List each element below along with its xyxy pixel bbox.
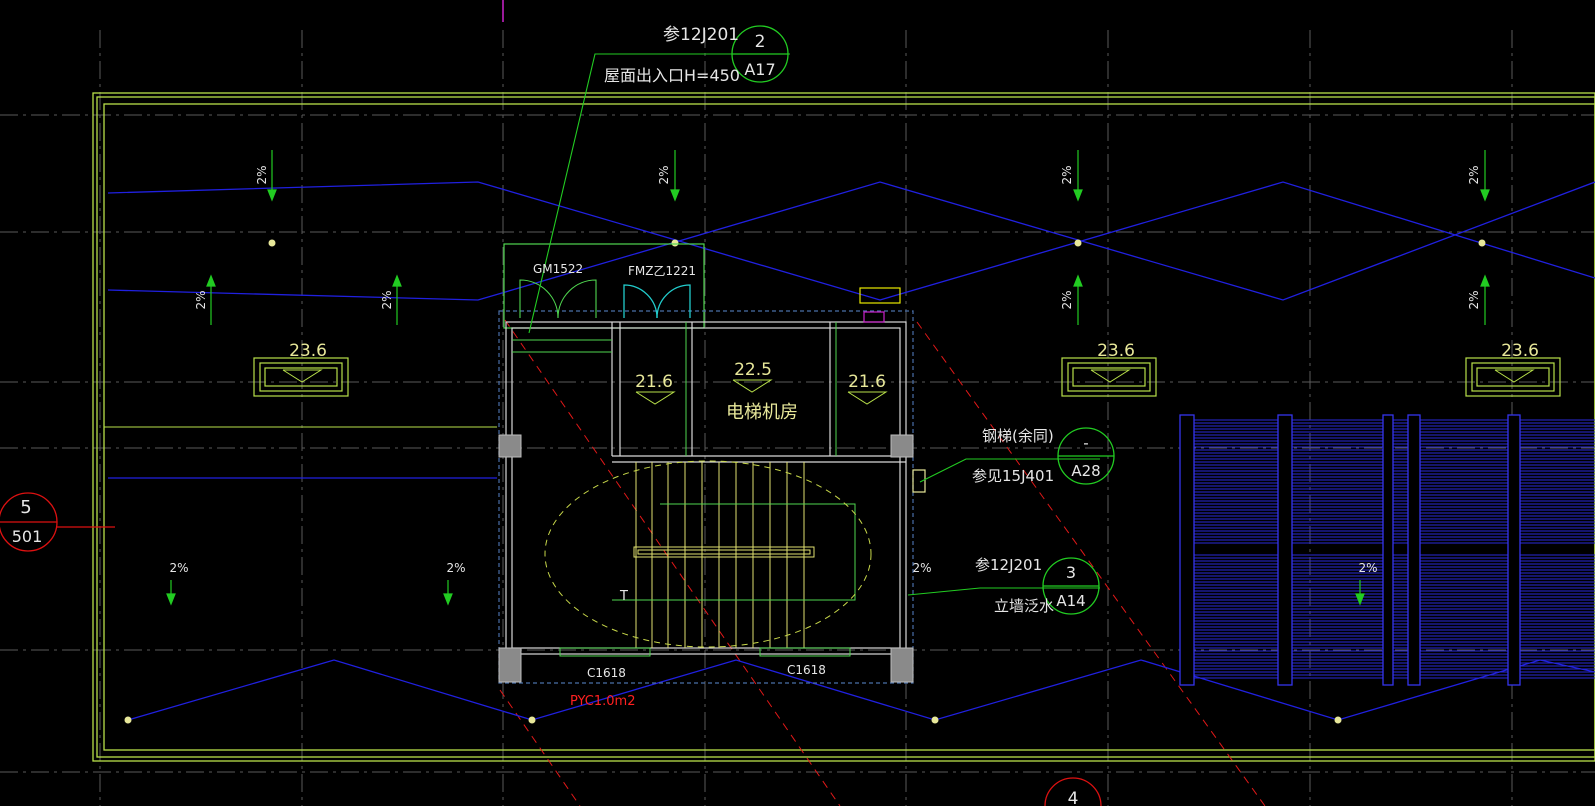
axis-callout-bottom-number: 4 bbox=[1068, 789, 1079, 806]
callout-flashing-note: 立墙泛水 bbox=[994, 597, 1054, 615]
slope-label: 2% bbox=[446, 561, 465, 575]
roof-exit-box bbox=[503, 243, 705, 329]
elevator-rotation-circle bbox=[544, 460, 872, 648]
room-partition-lines bbox=[512, 322, 837, 456]
callout-flashing-ref: 参12J201 bbox=[975, 556, 1042, 574]
door-left-label: GM1522 bbox=[533, 262, 583, 276]
solar-panel-array bbox=[1179, 414, 1595, 686]
slope-label: 2% bbox=[1467, 290, 1481, 309]
section-diagonals bbox=[499, 319, 1266, 806]
drain-points bbox=[124, 239, 1486, 724]
window-right-label: C1618 bbox=[787, 663, 826, 677]
roof-vents bbox=[253, 357, 1561, 397]
machine-room-elevation: 22.5 bbox=[734, 360, 772, 380]
callout-leaders bbox=[528, 53, 1100, 596]
slope-arrows bbox=[166, 150, 1490, 606]
stair-direction-arrow bbox=[612, 503, 856, 601]
slope-label: 2% bbox=[194, 290, 208, 309]
callout-top-sheet: A17 bbox=[744, 60, 775, 79]
callout-top-ref: 参12J201 bbox=[663, 25, 739, 45]
slope-label: 2% bbox=[1060, 290, 1074, 309]
vent-elevation-2: 23.6 bbox=[1097, 341, 1135, 361]
side-room-elevation-left: 21.6 bbox=[635, 372, 673, 392]
window-left-label: C1618 bbox=[587, 666, 626, 680]
vent-elevation-3: 23.6 bbox=[1501, 341, 1539, 361]
stairs bbox=[633, 462, 815, 648]
slope-label: 2% bbox=[1358, 561, 1377, 575]
side-room-elevation-right: 21.6 bbox=[848, 372, 886, 392]
vent-elevation-1: 23.6 bbox=[289, 341, 327, 361]
callout-ladder-ref: 参见15J401 bbox=[972, 467, 1054, 485]
slope-label: 2% bbox=[169, 561, 188, 575]
smoke-vent-label: PYC1.0m2 bbox=[570, 694, 635, 709]
detail-callout-circles bbox=[0, 25, 1115, 806]
callout-top-note: 屋面出入口H=450 bbox=[604, 66, 740, 85]
slope-label: 2% bbox=[657, 165, 671, 184]
elevation-marks bbox=[282, 369, 1535, 405]
door-fmz-1221 bbox=[623, 284, 691, 319]
callout-ladder-number: - bbox=[1083, 434, 1088, 452]
slope-label: 2% bbox=[912, 561, 931, 575]
callout-ladder-sheet: A28 bbox=[1071, 462, 1100, 480]
slope-label: 2% bbox=[255, 165, 269, 184]
stair-enclosure-walls bbox=[498, 310, 914, 684]
windows-bottom bbox=[559, 647, 851, 657]
callout-flashing-sheet: A14 bbox=[1056, 592, 1085, 610]
callout-top-number: 2 bbox=[755, 32, 766, 52]
callout-flashing-number: 3 bbox=[1066, 563, 1076, 582]
slope-label: 2% bbox=[1060, 165, 1074, 184]
slope-label: 2% bbox=[1467, 165, 1481, 184]
door-right-label: FMZ乙1221 bbox=[628, 264, 696, 278]
room-label: 电梯机房 bbox=[726, 402, 798, 423]
axis-callout-left-number: 5 bbox=[20, 497, 31, 518]
callout-ladder-note: 钢梯(余同) bbox=[982, 427, 1054, 445]
steel-ladder-symbol bbox=[859, 287, 926, 493]
door-gm1522 bbox=[519, 279, 597, 319]
slope-label: 2% bbox=[380, 290, 394, 309]
structural-columns bbox=[498, 434, 914, 683]
stair-mark: T bbox=[619, 589, 628, 604]
axis-callout-left-sheet: 501 bbox=[12, 527, 43, 546]
